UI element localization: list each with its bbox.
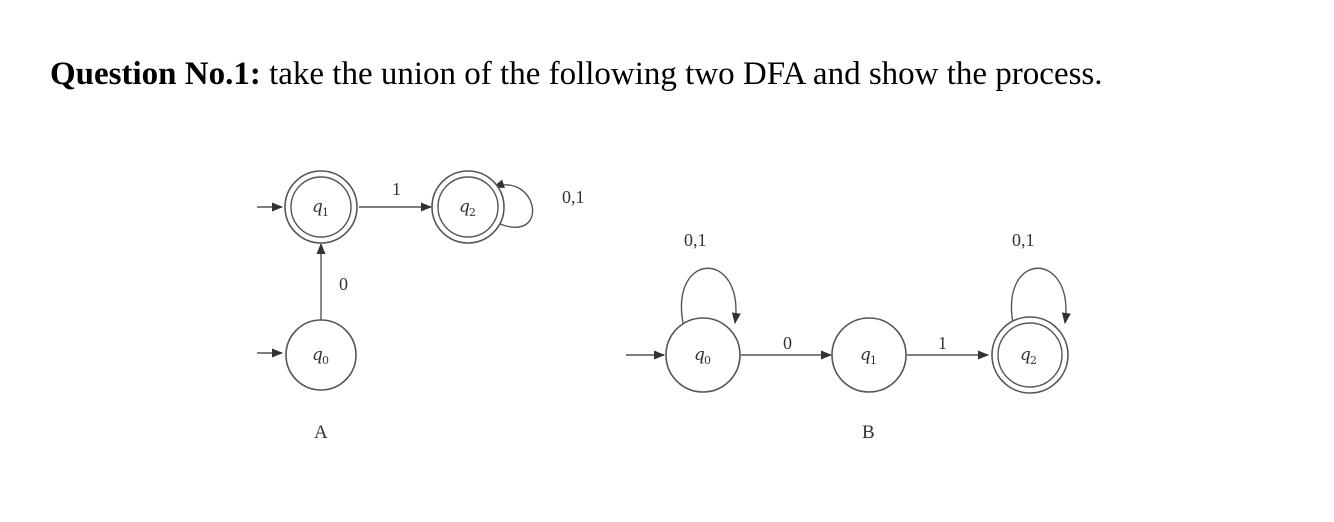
question-text: take the union of the following two DFA …: [260, 56, 1103, 92]
svg-text:q: q: [312, 345, 323, 365]
svg-text:1: 1: [322, 206, 329, 219]
dfa-b-selfloop-q2: [1010, 267, 1071, 325]
dfa-a-state-q2: q 2: [431, 170, 505, 244]
dfa-a-selfloop-q2: [492, 179, 534, 228]
dfa-a-caption: A: [314, 422, 328, 443]
accept-ring: [290, 176, 352, 238]
question-heading: Question No.1: take the union of the fol…: [50, 52, 1103, 96]
dfa-b-state-q2: q 2: [991, 316, 1069, 394]
svg-text:q: q: [1020, 345, 1031, 365]
svg-text:0: 0: [322, 354, 329, 367]
dfa-b-state-q0: q 0: [665, 317, 741, 393]
svg-text:1: 1: [870, 354, 877, 367]
svg-text:q: q: [459, 197, 470, 217]
dfa-b-edge-label-q1-q2: 1: [938, 333, 947, 353]
dfa-a-state-q0: q 0: [285, 319, 357, 391]
dfa-b-caption: B: [862, 422, 875, 443]
svg-text:q: q: [860, 345, 871, 365]
dfa-b-edge-label-q0-q1: 0: [783, 333, 792, 353]
svg-text:0: 0: [704, 354, 711, 367]
dfa-a-edge-label-q2-q2: 0,1: [562, 187, 585, 207]
dfa-b-edge-label-q0-q0: 0,1: [684, 230, 707, 250]
accept-ring: [997, 322, 1063, 388]
dfa-a-state-q1: q 1: [284, 170, 358, 244]
svg-text:2: 2: [469, 206, 476, 219]
question-label: Question No.1:: [50, 56, 261, 92]
dfa-b-edge-label-q2-q2: 0,1: [1012, 230, 1035, 250]
dfa-a-edge-label-q0-q1: 0: [339, 274, 348, 294]
dfa-a: 0 1 0,1 q 1 q 2 q 0 A: [257, 170, 585, 443]
svg-text:q: q: [694, 345, 705, 365]
dfa-a-edge-label-q1-q2: 1: [392, 179, 401, 199]
accept-ring: [437, 176, 499, 238]
dfa-b-state-q1: q 1: [831, 317, 907, 393]
svg-text:q: q: [312, 197, 323, 217]
svg-text:2: 2: [1030, 354, 1037, 367]
dfa-b-selfloop-q0: [680, 267, 741, 325]
dfa-b: 0,1 0 1 0,1 q 0 q 1 q 2 B: [626, 230, 1071, 443]
